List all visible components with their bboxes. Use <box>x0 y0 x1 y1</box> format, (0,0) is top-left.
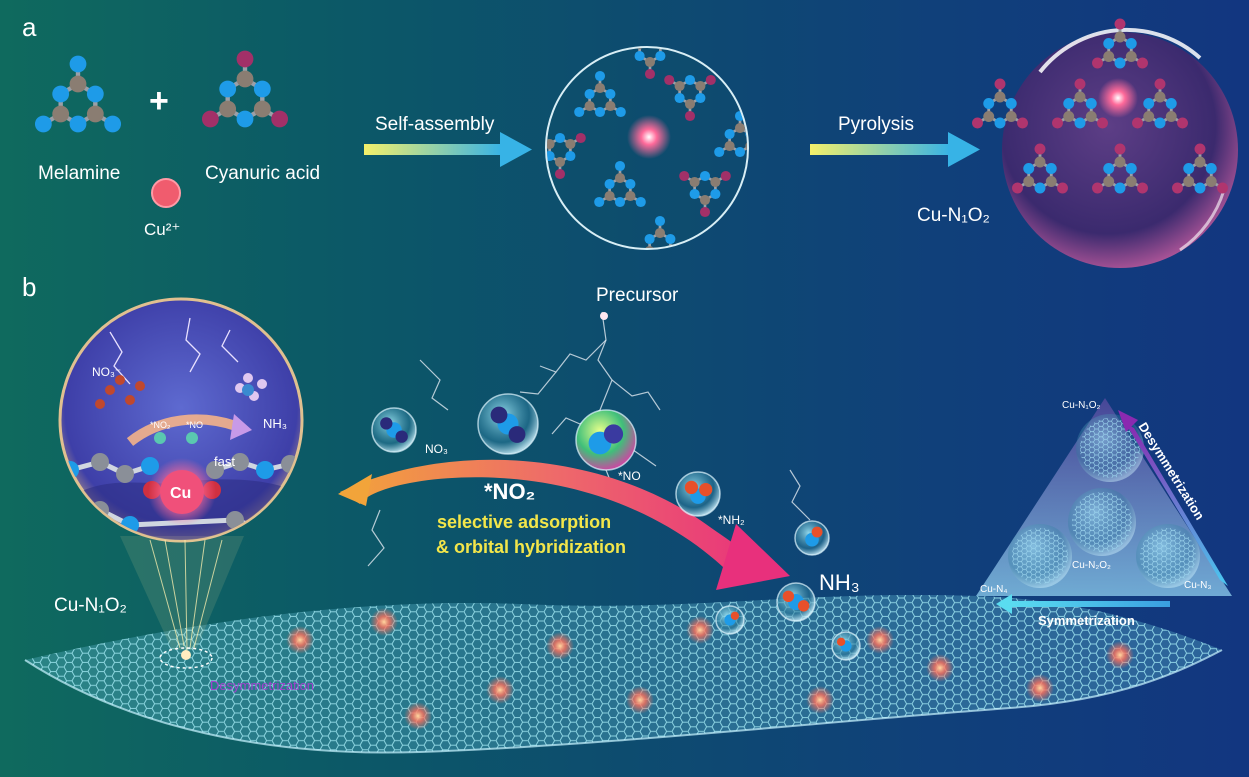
product-sphere <box>972 18 1238 268</box>
precursor-sphere <box>545 46 749 250</box>
product-label: Cu-N₁O₂ <box>917 205 990 226</box>
inset-fast-label: fast <box>214 454 235 469</box>
defect-glow-2 <box>370 608 398 636</box>
site-desymmetrization-label: Desymmetrization <box>210 678 314 693</box>
defect-glow-3 <box>404 702 432 730</box>
inset-cone <box>120 536 244 669</box>
nh2-bubble <box>675 471 721 517</box>
defect-glow-11 <box>806 686 834 714</box>
intermediate-bubbles <box>371 393 861 661</box>
pyrolysis-label: Pyrolysis <box>838 114 914 135</box>
selective-adsorption-label: selective adsorption <box>437 512 611 532</box>
graphene-sheet <box>24 594 1223 754</box>
panel-a-label: a <box>22 12 37 42</box>
triangle-top-label: Cu-N₁O₂ <box>1062 400 1100 411</box>
pathway-nh2-label: *NH₂ <box>718 513 745 527</box>
precursor-label: Precursor <box>596 285 679 306</box>
nh3-bubble-4 <box>831 631 861 661</box>
plus-sign: + <box>149 82 169 120</box>
defect-glow-1 <box>286 626 314 654</box>
defect-glow-4 <box>546 632 574 660</box>
nh3-bubble-1 <box>794 520 830 556</box>
pathway-no2-label: *NO₂ <box>484 479 535 504</box>
inset-no-label: *NO <box>186 420 203 430</box>
no-bubble <box>575 409 637 471</box>
panel-b-label: b <box>22 272 36 302</box>
defect-glow-9 <box>1026 674 1054 702</box>
pyrolysis-arrow <box>810 132 980 167</box>
triangle-center-label: Cu-N₂O₂ <box>1072 560 1111 571</box>
cyanuric-acid-molecule <box>201 50 289 128</box>
no3-bubble-2 <box>477 393 539 455</box>
cu-ion-atom <box>151 178 181 208</box>
cyanuric-acid-label: Cyanuric acid <box>205 163 320 184</box>
inset-cu-label: Cu <box>170 485 191 502</box>
nh3-bubble-3 <box>715 605 745 635</box>
inset-no2-label: *NO₂ <box>150 420 171 430</box>
cu-ion-label: Cu²⁺ <box>144 220 180 239</box>
defect-glow-12 <box>486 676 514 704</box>
melamine-label: Melamine <box>38 163 120 184</box>
triangle-right-label: Cu-N₃ <box>1184 580 1211 591</box>
orbital-hybridization-label: & orbital hybridization <box>436 537 626 557</box>
defect-glow-5 <box>626 686 654 714</box>
symmetrization-label: Symmetrization <box>1038 613 1135 628</box>
site-label: Cu-N₁O₂ <box>54 595 127 616</box>
melamine-molecule <box>34 55 122 133</box>
triangle-left-label: Cu-N₄ <box>980 584 1007 595</box>
no3-bubble-1 <box>371 407 417 453</box>
inset-nh3-label: NH₃ <box>263 416 287 431</box>
pathway-nh3-label: NH₃ <box>819 570 860 595</box>
defect-glow-7 <box>866 626 894 654</box>
defect-glow-10 <box>1106 641 1134 669</box>
nh3-bubble-2 <box>776 582 816 622</box>
self-assembly-arrow <box>364 132 532 167</box>
symmetry-triangle <box>976 398 1232 614</box>
self-assembly-label: Self-assembly <box>375 114 495 135</box>
lightning <box>367 311 811 567</box>
pathway-no-label: *NO <box>618 469 641 483</box>
defect-glow-6 <box>686 616 714 644</box>
inset-no3-label: NO₃⁻ <box>92 365 121 379</box>
pathway-no3-label: NO₃ <box>425 442 448 456</box>
reaction-pathway-arrow <box>338 459 790 590</box>
defect-glow-8 <box>926 654 954 682</box>
